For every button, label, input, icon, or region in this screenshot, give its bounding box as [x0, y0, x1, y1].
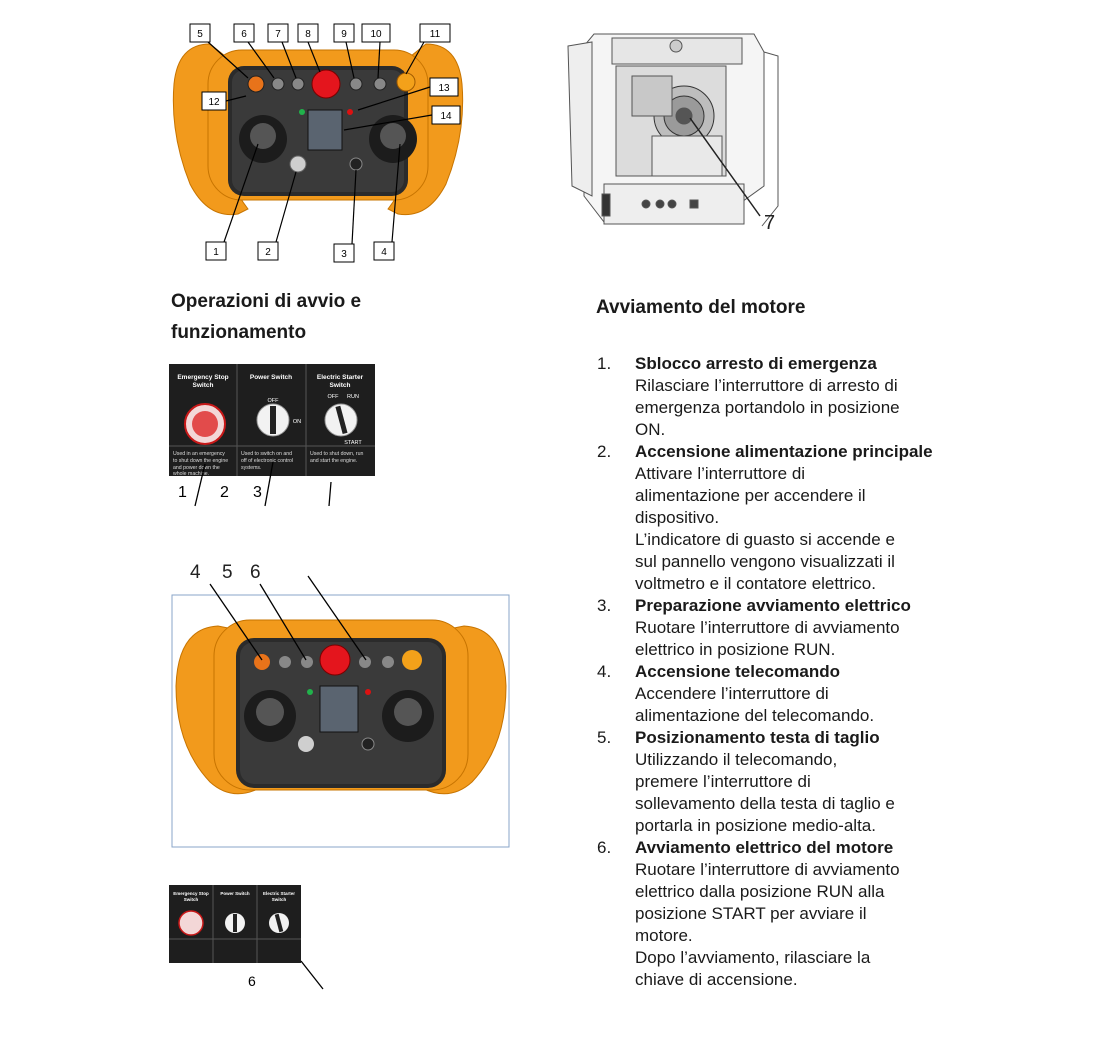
- step-line: Ruotare l’interruttore di avviamento: [635, 860, 900, 879]
- engine-callout-7: 7: [764, 212, 775, 234]
- remote-callout-3: 3: [341, 249, 347, 260]
- remote-callout-14: 14: [440, 111, 452, 122]
- switch-panel-figure: Emergency Stop Switch Power Switch Elect…: [169, 364, 375, 507]
- step-title: Accensione alimentazione principale: [635, 442, 933, 461]
- panel-starter-title-2: Switch: [330, 382, 351, 389]
- step-line: alimentazione per accendere il: [635, 486, 866, 505]
- step-item: 2. Accensione alimentazione principale A…: [597, 441, 1067, 595]
- step-line: Ruotare l’interruttore di avviamento: [635, 618, 900, 637]
- remote-callout-1: 1: [213, 247, 219, 258]
- remote2-callout-5: 5: [222, 562, 233, 583]
- step-line: dispositivo.: [635, 508, 720, 527]
- panel-emergency-desc-1: Used in an emergency: [173, 451, 225, 457]
- small-panel-emergency-title-1: Emergency Stop: [173, 891, 209, 896]
- remote-callout-12: 12: [208, 97, 220, 108]
- panel-starter-run: RUN: [347, 394, 359, 400]
- step-title: Preparazione avviamento elettrico: [635, 596, 911, 615]
- panel-power-on: ON: [293, 419, 301, 425]
- step-title: Sblocco arresto di emergenza: [635, 354, 877, 373]
- step-line: Accendere l’interruttore di: [635, 684, 829, 703]
- panel-callout-2: 2: [220, 484, 229, 501]
- small-switch-panel-figure: Emergency Stop Switch Power Switch Elect…: [169, 885, 324, 990]
- panel-power-desc-3: systems.: [241, 465, 261, 471]
- panel-power-title: Power Switch: [250, 374, 292, 381]
- step-line: sul pannello vengono visualizzati il: [635, 552, 895, 571]
- panel-power-desc-1: Used to switch on and: [241, 451, 292, 457]
- startup-steps-list: 1. Sblocco arresto di emergenza Rilascia…: [597, 353, 1067, 991]
- step-line: Rilasciare l’interruttore di arresto di: [635, 376, 898, 395]
- step-line: voltmetro e il contatore elettrico.: [635, 574, 876, 593]
- panel-emergency-desc-4: whole machine.: [173, 471, 209, 477]
- panel-starter-title-1: Electric Starter: [317, 374, 364, 381]
- step-line: Attivare l’interruttore di: [635, 464, 806, 483]
- remote-callout-4: 4: [381, 247, 387, 258]
- step-line: portarla in posizione medio-alta.: [635, 816, 876, 835]
- step-number: 2.: [597, 442, 612, 461]
- panel-emergency-title-1: Emergency Stop: [177, 374, 228, 381]
- step-item: 1. Sblocco arresto di emergenza Rilascia…: [597, 353, 1067, 441]
- step-item: 3. Preparazione avviamento elettrico Ruo…: [597, 595, 1067, 661]
- step-title: Avviamento elettrico del motore: [635, 838, 894, 857]
- remote-callout-5: 5: [197, 29, 203, 40]
- engine-drawing: 7: [567, 33, 779, 234]
- small-panel-starter-title-1: Electric Starter: [263, 891, 295, 896]
- remote-callout-9: 9: [341, 29, 347, 40]
- panel-starter-desc-1: Used to shut down, run: [310, 451, 363, 457]
- remote-callout-11: 11: [430, 29, 441, 40]
- panel-power-off: OFF: [268, 398, 280, 404]
- panel-starter-start: START: [344, 440, 362, 446]
- panel-emergency-title-2: Switch: [193, 382, 214, 389]
- section-heading-right: Avviamento del motore: [596, 297, 806, 318]
- remote2-callout-6: 6: [250, 562, 261, 583]
- remote-control-figure-2: 4 5 6: [171, 562, 510, 848]
- step-line: alimentazione del telecomando.: [635, 706, 875, 725]
- small-panel-emergency-title-2: Switch: [184, 897, 199, 902]
- remote-callout-2: 2: [265, 247, 271, 258]
- panel-starter-off: OFF: [328, 394, 340, 400]
- step-item: 5. Posizionamento testa di taglio Utiliz…: [597, 727, 1067, 837]
- remote-control-figure: 5 6 7 8 9 10 11 12 13 14 1 2 3 4: [172, 23, 464, 263]
- step-line: sollevamento della testa di taglio e: [635, 794, 895, 813]
- step-line: posizione START per avviare il: [635, 904, 867, 923]
- remote-callout-13: 13: [438, 83, 450, 94]
- step-number: 4.: [597, 662, 612, 681]
- step-number: 6.: [597, 838, 612, 857]
- step-line: ON.: [635, 420, 666, 439]
- section-heading-left: Operazioni di avvio e funzionamento: [171, 291, 362, 343]
- step-title: Accensione telecomando: [635, 662, 841, 681]
- panel-emergency-desc-2: to shut down the engine: [173, 458, 228, 464]
- panel-starter-desc-2: and start the engine.: [310, 458, 357, 464]
- step-number: 1.: [597, 354, 612, 373]
- remote-callout-8: 8: [305, 29, 311, 40]
- remote-callout-7: 7: [275, 29, 281, 40]
- step-number: 3.: [597, 596, 612, 615]
- panel-callout-1: 1: [178, 484, 187, 501]
- remote-callout-10: 10: [370, 29, 382, 40]
- panel-power-desc-2: off of electronic control: [241, 458, 293, 464]
- step-line: L’indicatore di guasto si accende e: [635, 530, 895, 549]
- step-line: chiave di accensione.: [635, 970, 798, 989]
- step-line: emergenza portandolo in posizione: [635, 398, 900, 417]
- small-panel-power-title: Power Switch: [220, 891, 250, 896]
- step-line: Utilizzando il telecomando,: [635, 750, 838, 769]
- step-line: premere l’interruttore di: [635, 772, 811, 791]
- step-item: 4. Accensione telecomando Accendere l’in…: [597, 661, 1067, 727]
- panel-callout-3: 3: [253, 484, 262, 501]
- small-panel-starter-title-2: Switch: [272, 897, 287, 902]
- step-line: Dopo l’avviamento, rilasciare la: [635, 948, 871, 967]
- step-line: elettrico dalla posizione RUN alla: [635, 882, 885, 901]
- remote-callout-6: 6: [241, 29, 247, 40]
- step-line: elettrico in posizione RUN.: [635, 640, 836, 659]
- remote2-callout-4: 4: [190, 562, 201, 583]
- panel-emergency-desc-3: and power down the: [173, 465, 220, 471]
- step-title: Posizionamento testa di taglio: [635, 728, 880, 747]
- step-number: 5.: [597, 728, 612, 747]
- step-item: 6. Avviamento elettrico del motore Ruota…: [597, 837, 1067, 991]
- step-line: motore.: [635, 926, 693, 945]
- small-panel-callout-6: 6: [248, 973, 256, 989]
